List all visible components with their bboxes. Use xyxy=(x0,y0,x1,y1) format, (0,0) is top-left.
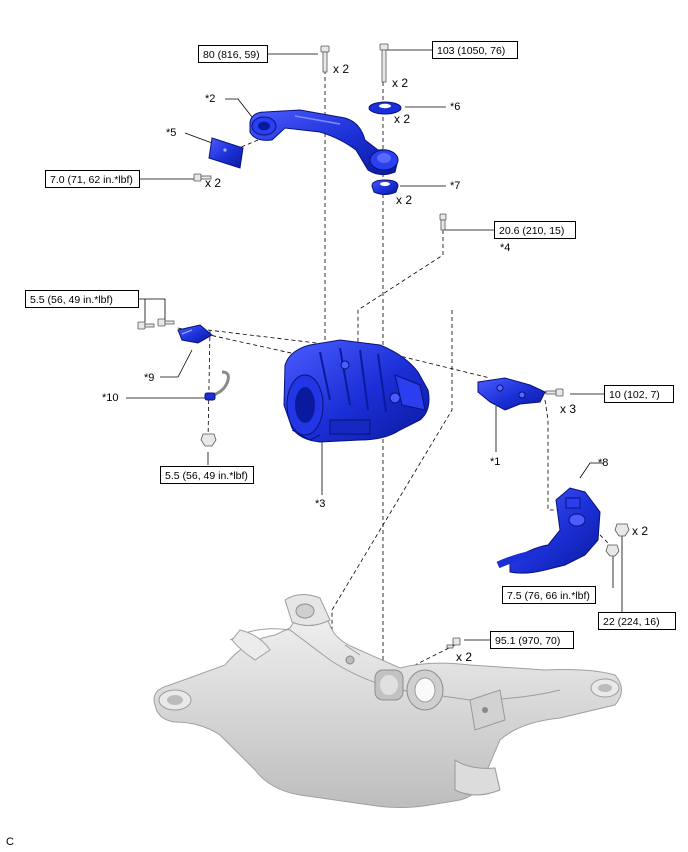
part-callout-4: *4 xyxy=(500,242,511,254)
qty-7-0-bolt: x 2 xyxy=(205,176,222,190)
leader-lines xyxy=(126,49,623,641)
qty-80-bolt: x 2 xyxy=(333,62,350,76)
torque-label-80: 80 (816, 59) xyxy=(198,45,268,63)
part-callout-10: *10 xyxy=(102,392,119,404)
qty-22-nut: x 2 xyxy=(632,524,649,538)
torque-label-20-6: 20.6 (210, 15) xyxy=(494,221,576,239)
torque-label-10: 10 (102, 7) xyxy=(604,385,674,403)
bracket-plate xyxy=(208,137,244,169)
upper-mount-bracket xyxy=(249,109,399,176)
torque-label-95-1: 95.1 (970, 70) xyxy=(490,631,574,649)
part-callout-1: *1 xyxy=(490,456,501,468)
part-callout-5: *5 xyxy=(166,127,177,139)
torque-label-103: 103 (1050, 76) xyxy=(432,41,518,59)
qty-upper-washer: x 2 xyxy=(394,112,411,126)
qty-lower-washer: x 2 xyxy=(396,193,413,207)
torque-label-22: 22 (224, 16) xyxy=(598,612,676,630)
small-bracket xyxy=(177,324,213,344)
part-callout-6: *6 xyxy=(450,101,461,113)
part-callout-7: *7 xyxy=(450,180,461,192)
part-callout-8: *8 xyxy=(598,457,609,469)
bolts xyxy=(137,43,630,649)
qty-10-bolt: x 3 xyxy=(560,402,577,416)
upper-washer xyxy=(368,101,402,115)
lower-washer xyxy=(371,179,399,195)
qty-95-1-bolt: x 2 xyxy=(456,650,473,664)
part-callout-9: *9 xyxy=(144,372,155,384)
qty-103-bolt: x 2 xyxy=(392,76,409,90)
part-callout-3: *3 xyxy=(315,498,326,510)
rear-mount-assembly xyxy=(496,487,601,574)
torque-label-5-5-lower: 5.5 (56, 49 in.*lbf) xyxy=(160,466,254,484)
corner-mark: C xyxy=(6,836,14,848)
torque-label-7-5: 7.5 (76, 66 in.*lbf) xyxy=(502,586,596,604)
breather-hose xyxy=(204,370,230,401)
torque-label-5-5-upper: 5.5 (56, 49 in.*lbf) xyxy=(25,290,139,308)
torque-label-7-0: 7.0 (71, 62 in.*lbf) xyxy=(45,170,140,188)
part-callout-2: *2 xyxy=(205,93,216,105)
rear-suspension-member xyxy=(153,594,622,808)
side-mount-bracket xyxy=(477,377,546,411)
electric-motor-assembly xyxy=(283,339,430,443)
